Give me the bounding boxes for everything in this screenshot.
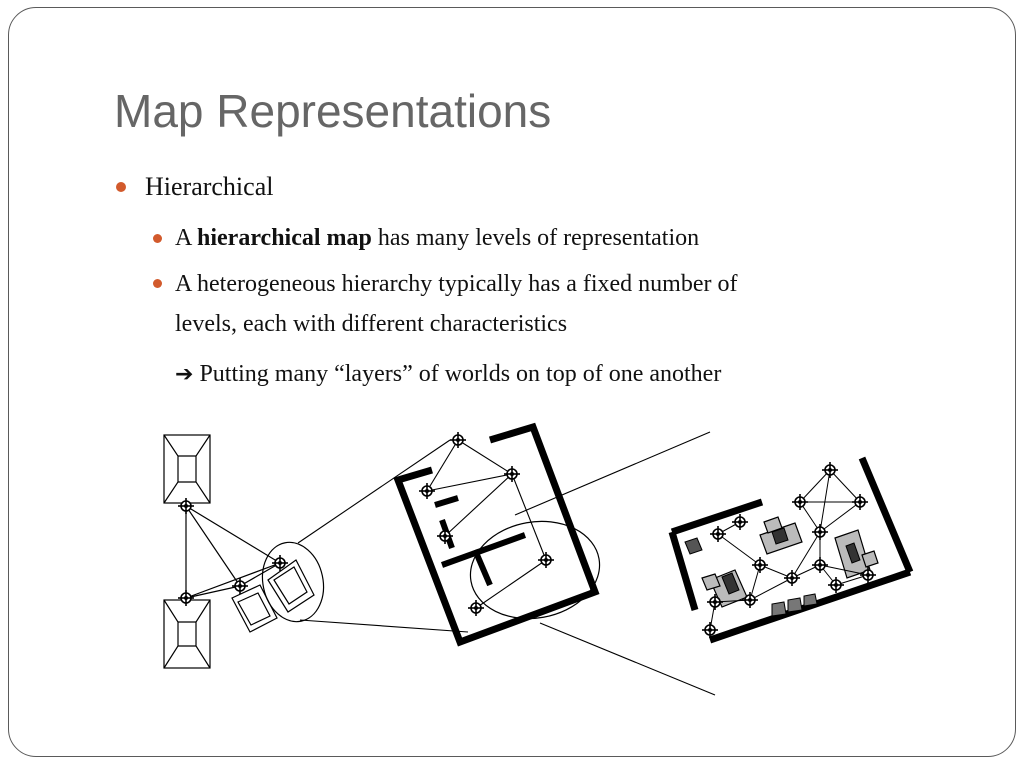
arrow-note: ➔ Putting many “layers” of worlds on top…: [175, 354, 721, 395]
bullet-dot: [153, 279, 162, 288]
bullet-text: A: [175, 225, 198, 251]
right-arrow-icon: ➔: [175, 362, 194, 387]
bullet-dot: [116, 182, 126, 192]
bullet-hierarchical: Hierarchical: [145, 172, 274, 201]
bullet-dot: [153, 234, 162, 243]
slide-title: Map Representations: [114, 85, 552, 137]
hierarchical-map-figure: [163, 422, 914, 696]
arrow-note-text: Putting many “layers” of worlds on top o…: [199, 361, 722, 387]
detailed-level-map: [668, 456, 914, 644]
bullet-heterogeneous: A heterogeneous hierarchy typically has …: [175, 264, 737, 344]
zoom-lines-2: [514, 431, 716, 696]
bullet-line: levels, each with different characterist…: [175, 311, 568, 337]
zoom-lines-1: [297, 439, 469, 633]
top-level-map: [163, 434, 325, 669]
bullet-text: has many levels of representation: [371, 225, 700, 251]
bullet-bold-text: hierarchical map: [197, 225, 372, 251]
bullet-line: A heterogeneous hierarchy typically has …: [175, 271, 738, 297]
room-level-map: [393, 422, 601, 647]
bullet-hierarchical-map: A hierarchical map has many levels of re…: [175, 218, 699, 258]
